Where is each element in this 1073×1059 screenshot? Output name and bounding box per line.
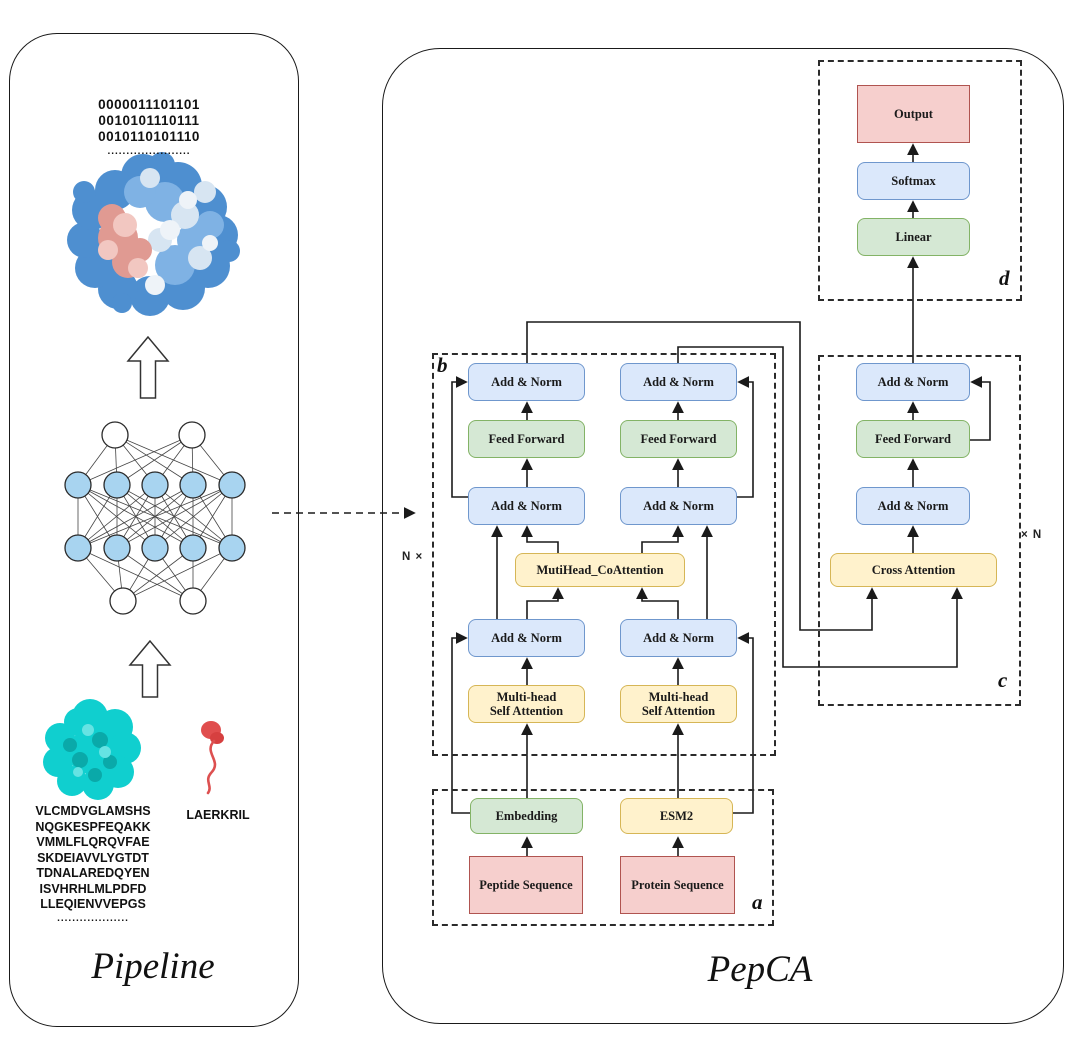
add-norm-box: Add & Norm: [468, 487, 585, 525]
linear-label: Linear: [895, 230, 932, 244]
multihead-self-attention-left-box: Multi-head Self Attention: [468, 685, 585, 723]
protein-sequence-text: VLCMDVGLAMSHS NQGKESPFEQAKK VMMLFLQRQVFA…: [35, 804, 151, 911]
sequence-ellipsis: ...................: [57, 913, 129, 924]
pepca-title: PepCA: [707, 949, 813, 990]
add-norm-box: Add & Norm: [856, 363, 970, 401]
feed-forward-label: Feed Forward: [874, 432, 952, 446]
up-arrow-icon: [128, 639, 172, 698]
add-norm-label: Add & Norm: [491, 631, 562, 645]
section-b-box: [432, 353, 776, 756]
softmax-label: Softmax: [891, 174, 936, 188]
add-norm-box: Add & Norm: [620, 487, 737, 525]
add-norm-label: Add & Norm: [643, 375, 714, 389]
embedding-label: Embedding: [495, 809, 558, 823]
msa-label-line1: Multi-head: [648, 690, 709, 704]
add-norm-box: Add & Norm: [468, 619, 585, 657]
msa-label-line1: Multi-head: [496, 690, 557, 704]
cross-attention-label: Cross Attention: [871, 563, 956, 577]
add-norm-label: Add & Norm: [491, 499, 562, 513]
add-norm-label: Add & Norm: [491, 375, 562, 389]
cross-attention-box: Cross Attention: [830, 553, 997, 587]
feed-forward-label: Feed Forward: [488, 432, 565, 446]
multihead-self-attention-right-box: Multi-head Self Attention: [620, 685, 737, 723]
embedding-box: Embedding: [470, 798, 583, 834]
pepca-connectors: [451, 143, 991, 856]
add-norm-box: Add & Norm: [620, 619, 737, 657]
softmax-box: Softmax: [857, 162, 970, 200]
section-label-c: c: [998, 668, 1008, 692]
peptide-sequence-box: Peptide Sequence: [469, 856, 583, 914]
msa-label-line2: Self Attention: [641, 704, 716, 718]
pipeline-panel: [9, 33, 299, 1027]
feed-forward-label: Feed Forward: [640, 432, 717, 446]
add-norm-label: Add & Norm: [877, 375, 949, 389]
pepca-panel: [382, 48, 1064, 1024]
section-d-box: [818, 60, 1022, 301]
pipeline-title: Pipeline: [91, 946, 215, 987]
peptide-sequence-text: LAERKRIL: [186, 808, 250, 822]
section-c-box: [818, 355, 1021, 706]
up-arrow-icon: [126, 335, 170, 399]
protein-sequence-label: Protein Sequence: [631, 878, 724, 892]
section-a-box: [432, 789, 774, 926]
msa-label-line2: Self Attention: [489, 704, 564, 718]
peptide-structure-image: [201, 721, 224, 795]
section-label-a: a: [752, 890, 763, 914]
linear-box: Linear: [857, 218, 970, 256]
feed-forward-box: Feed Forward: [856, 420, 970, 458]
add-norm-box: Add & Norm: [468, 363, 585, 401]
add-norm-box: Add & Norm: [620, 363, 737, 401]
peptide-sequence-label: Peptide Sequence: [479, 878, 573, 892]
output-box: Output: [857, 85, 970, 143]
add-norm-label: Add & Norm: [643, 499, 714, 513]
feed-forward-box: Feed Forward: [620, 420, 737, 458]
repeat-n-label-right: × N: [1021, 529, 1043, 541]
coattention-label: MutiHead_CoAttention: [536, 563, 664, 577]
feed-forward-box: Feed Forward: [468, 420, 585, 458]
neural-network: [64, 421, 246, 615]
section-label-d: d: [999, 266, 1010, 290]
protein-sequence-box: Protein Sequence: [620, 856, 735, 914]
repeat-n-label-left: N ×: [402, 551, 424, 563]
binary-ellipsis: ......................: [107, 146, 191, 157]
section-label-b: b: [437, 353, 448, 377]
output-label: Output: [894, 107, 933, 121]
protein-surface-image: [67, 152, 240, 316]
esm2-box: ESM2: [620, 798, 733, 834]
esm2-label: ESM2: [659, 809, 694, 823]
add-norm-label: Add & Norm: [877, 499, 949, 513]
protein-structure-image: [43, 699, 141, 800]
coattention-box: MutiHead_CoAttention: [515, 553, 685, 587]
add-norm-box: Add & Norm: [856, 487, 970, 525]
add-norm-label: Add & Norm: [643, 631, 714, 645]
binary-encoding-text: 0000011101101 0010101110111 001011010111…: [98, 97, 200, 144]
